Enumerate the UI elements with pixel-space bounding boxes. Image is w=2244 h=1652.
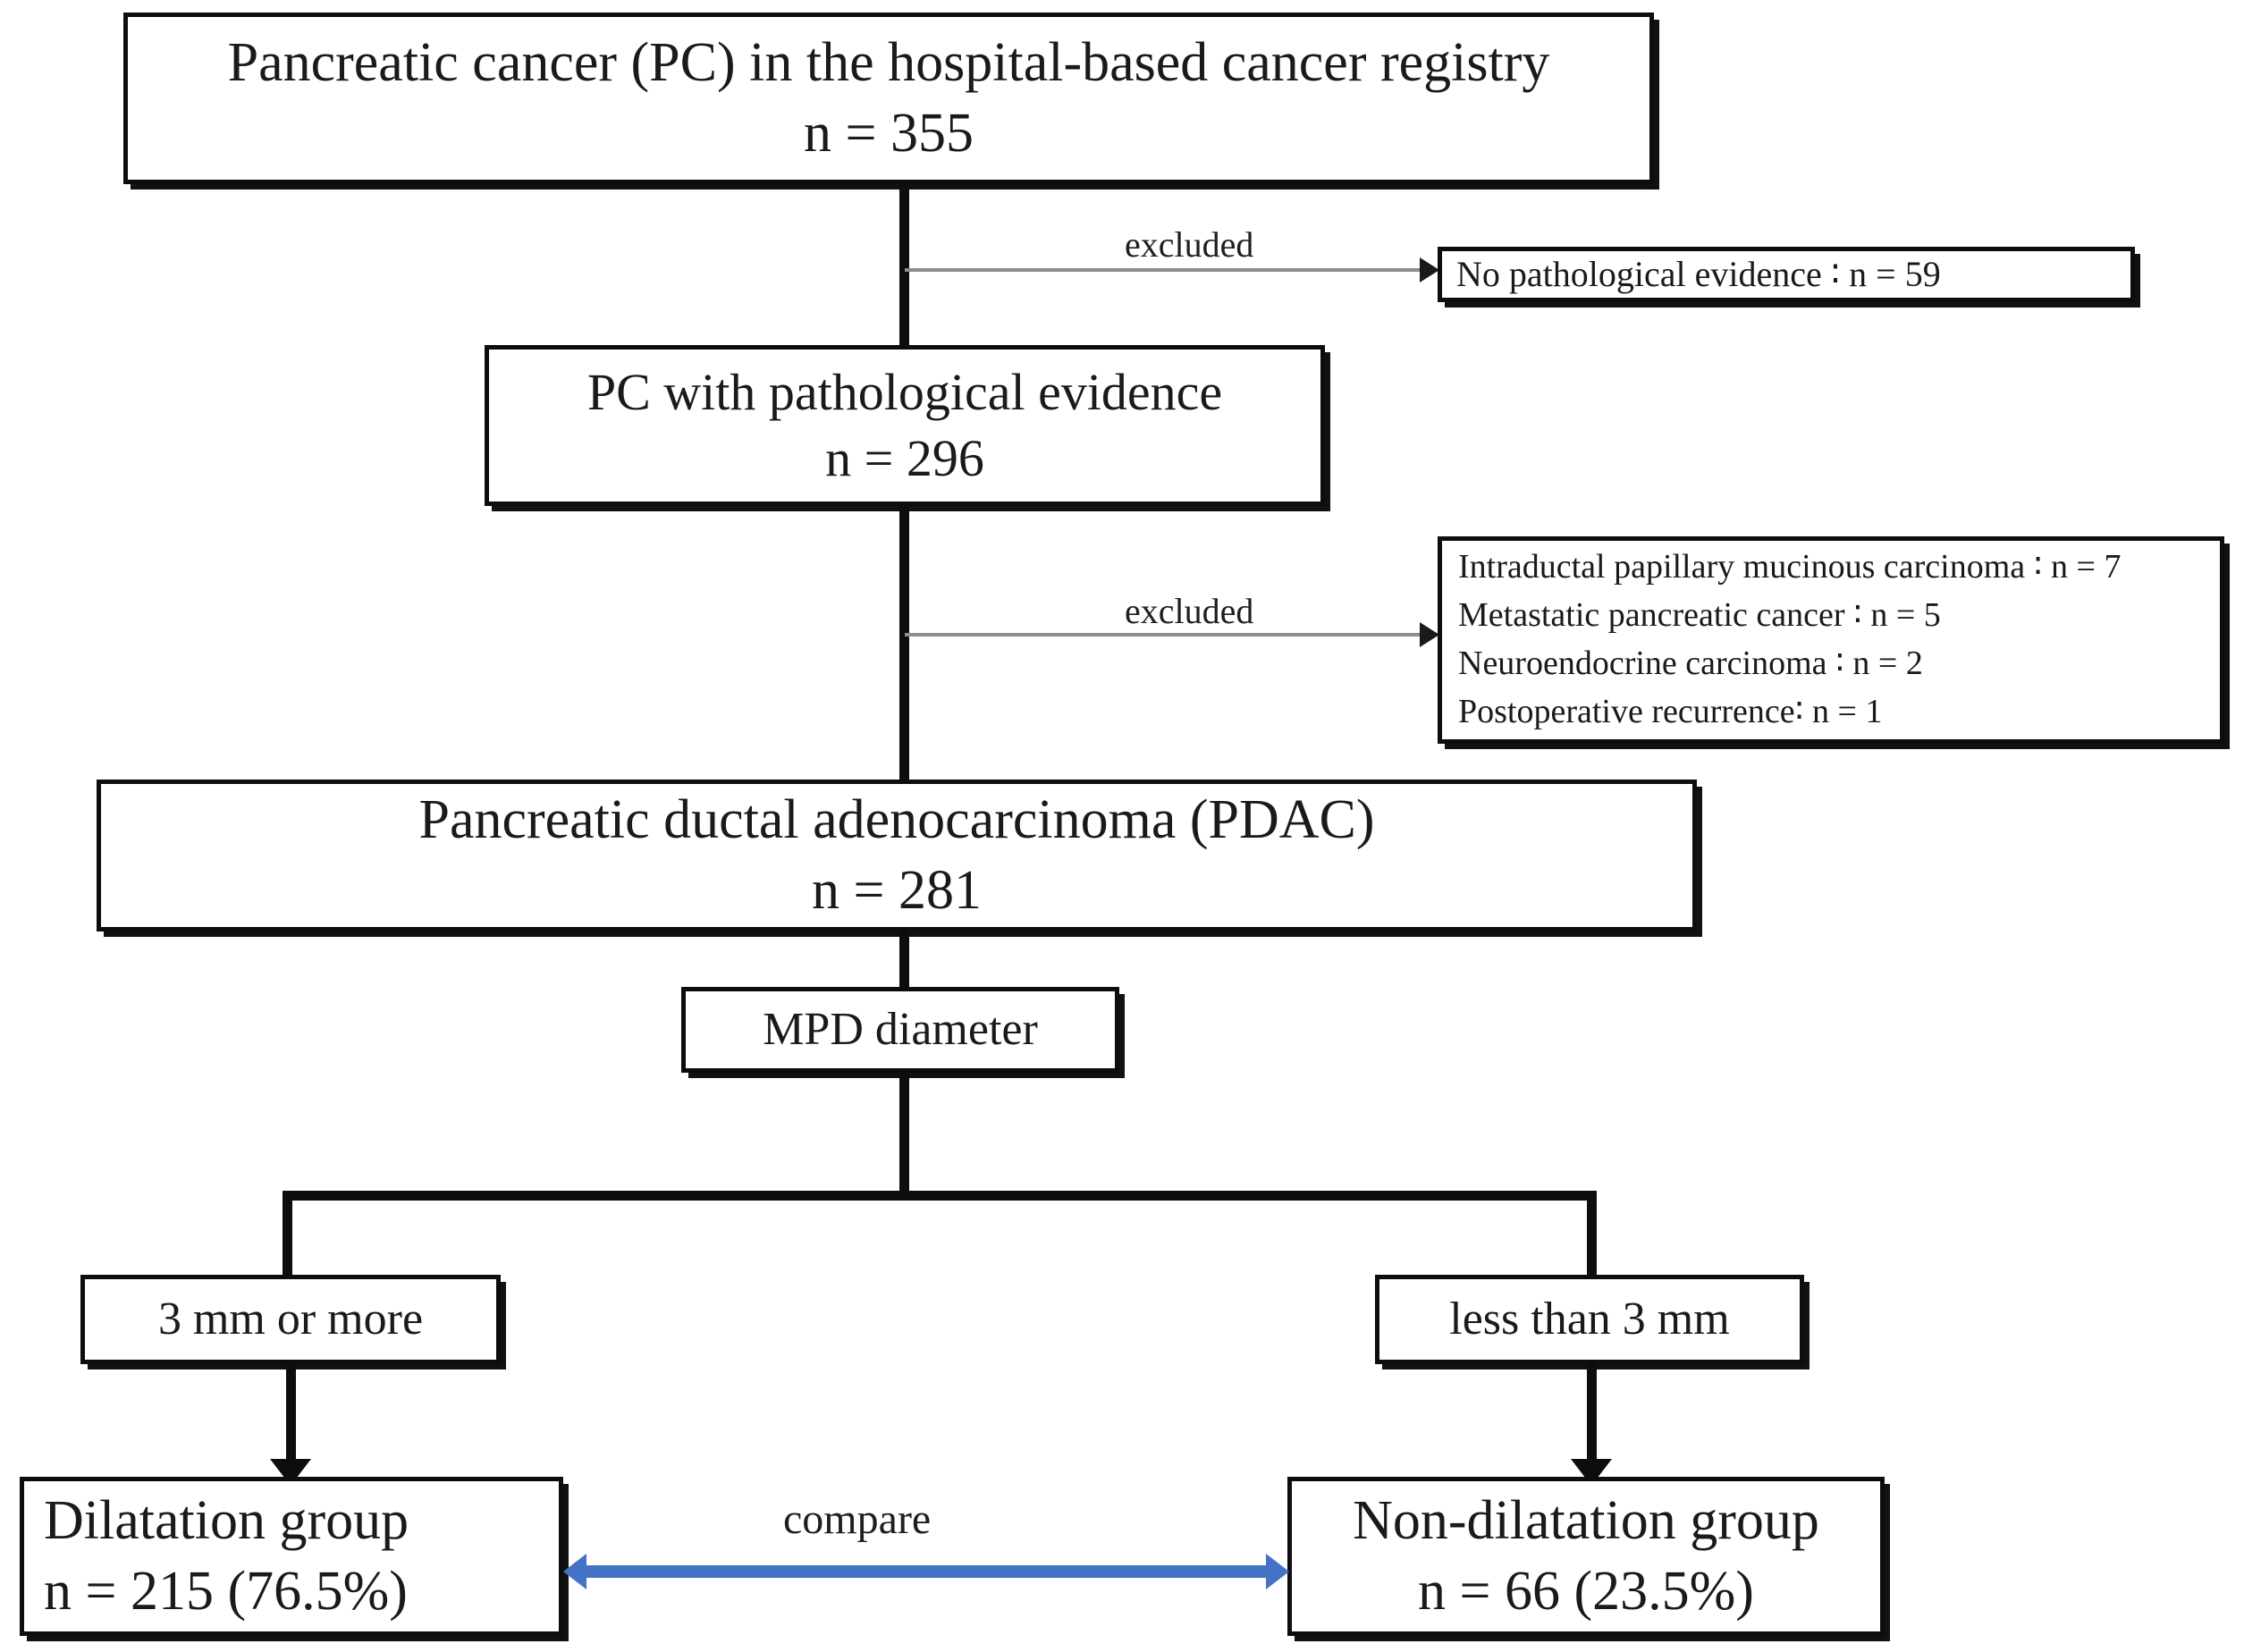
node-exclusion-1-line1: No pathological evidence ∶ n = 59 xyxy=(1456,254,1941,295)
compare-arrow-bar xyxy=(585,1565,1268,1578)
node-threshold-right-line1: less than 3 mm xyxy=(1449,1293,1730,1344)
node-registry-line2: n = 355 xyxy=(804,103,974,164)
exclusion-line-1 xyxy=(905,268,1423,272)
compare-arrow xyxy=(563,1554,1289,1589)
exclusion-arrow-1-icon xyxy=(1420,257,1439,282)
exclusion-arrow-2-icon xyxy=(1420,622,1439,647)
node-exclusion-2: Intraductal papillary mucinous carcinoma… xyxy=(1438,536,2224,744)
node-exclusion-2-line4: Postoperative recurrence∶ n = 1 xyxy=(1458,692,1883,730)
compare-label: compare xyxy=(783,1496,932,1543)
compare-arrow-head-left-icon xyxy=(563,1554,586,1589)
node-pdac-line2: n = 281 xyxy=(812,860,982,921)
node-mpd-line1: MPD diameter xyxy=(763,1003,1038,1055)
node-pdac: Pancreatic ductal adenocarcinoma (PDAC) … xyxy=(97,780,1697,931)
exclusion-edge-label-1: excluded xyxy=(1125,224,1254,265)
connector-mpd-to-split xyxy=(899,1073,909,1196)
connector-split-to-threshold-left xyxy=(283,1191,292,1284)
node-exclusion-1: No pathological evidence ∶ n = 59 xyxy=(1438,247,2135,302)
connector-split-to-threshold-right xyxy=(1587,1191,1597,1284)
node-exclusion-2-line3: Neuroendocrine carcinoma ∶ n = 2 xyxy=(1458,645,1923,682)
connector-threshold-right-to-non-dilatation xyxy=(1587,1364,1597,1471)
node-registry: Pancreatic cancer (PC) in the hospital-b… xyxy=(123,13,1654,184)
node-pdac-line1: Pancreatic ductal adenocarcinoma (PDAC) xyxy=(418,788,1375,850)
node-threshold-less-than-3mm: less than 3 mm xyxy=(1375,1275,1804,1364)
node-threshold-left-line1: 3 mm or more xyxy=(157,1293,424,1344)
compare-arrow-head-right-icon xyxy=(1266,1554,1289,1589)
node-exclusion-2-line1: Intraductal papillary mucinous carcinoma… xyxy=(1458,548,2122,586)
node-exclusion-2-line2: Metastatic pancreatic cancer ∶ n = 5 xyxy=(1458,596,1941,635)
connector-threshold-left-to-dilatation xyxy=(286,1364,296,1471)
node-non-dilatation-line2: n = 66 (23.5%) xyxy=(1418,1561,1754,1622)
node-dilatation-line2: n = 215 (76.5%) xyxy=(44,1561,408,1622)
connector-registry-to-pathological xyxy=(899,184,909,345)
node-non-dilatation-line1: Non-dilatation group xyxy=(1353,1489,1819,1551)
exclusion-edge-label-2: excluded xyxy=(1125,591,1254,631)
node-non-dilatation-group: Non-dilatation group n = 66 (23.5%) xyxy=(1287,1477,1885,1636)
node-dilatation-line1: Dilatation group xyxy=(44,1489,409,1551)
exclusion-line-2 xyxy=(905,633,1423,636)
node-pathological-evidence: PC with pathological evidence n = 296 xyxy=(485,345,1325,506)
split-bus xyxy=(283,1191,1597,1201)
node-threshold-3mm-or-more: 3 mm or more xyxy=(80,1275,501,1364)
node-dilatation-group: Dilatation group n = 215 (76.5%) xyxy=(20,1477,563,1636)
node-pathological-line2: n = 296 xyxy=(825,429,984,487)
connector-pdac-to-mpd xyxy=(899,931,909,999)
connector-pathological-to-pdac xyxy=(899,506,909,780)
node-pathological-line1: PC with pathological evidence xyxy=(586,362,1223,421)
node-mpd-diameter: MPD diameter xyxy=(681,987,1119,1073)
node-registry-line1: Pancreatic cancer (PC) in the hospital-b… xyxy=(227,31,1550,93)
